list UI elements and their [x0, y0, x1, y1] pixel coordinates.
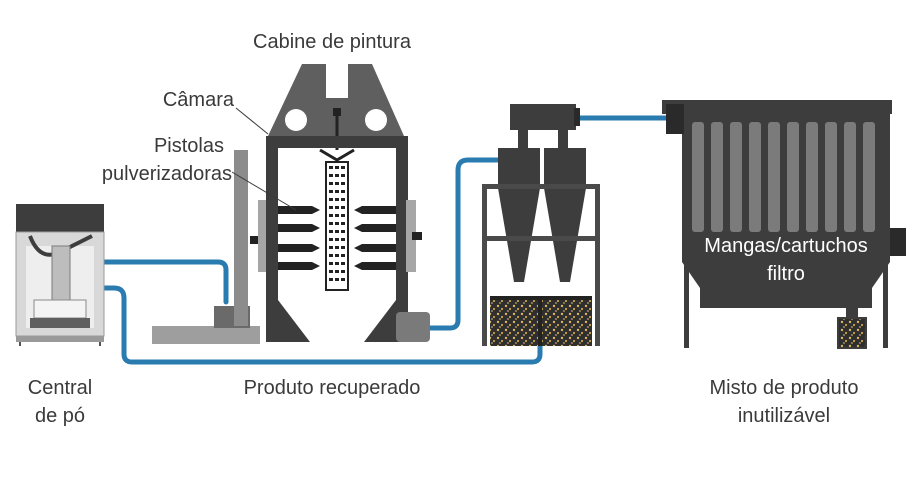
filter-hopper — [682, 238, 890, 288]
powder-bin-1 — [490, 296, 540, 346]
label-waste-line2: inutilizável — [738, 405, 830, 427]
powder-bin-2 — [542, 296, 592, 346]
cartridge-filter — [662, 100, 906, 349]
spray-guns-left — [278, 206, 320, 270]
pipe-central-to-booth — [101, 259, 229, 305]
part-rack — [325, 161, 349, 291]
slot-panel-right — [406, 200, 416, 272]
spray-booth — [266, 64, 430, 342]
label-guns-line1: Pistolas — [154, 135, 224, 157]
filter-cartridges — [692, 122, 875, 232]
pipe-recovered-loop — [71, 285, 543, 365]
label-central-line1: Central — [28, 377, 92, 399]
cyclone-1 — [498, 148, 540, 282]
label-waste-line1: Misto de produto — [710, 377, 859, 399]
booth-top — [266, 136, 408, 148]
cyclone-2 — [544, 148, 586, 282]
label-guns-line2: pulverizadoras — [102, 163, 232, 185]
central-hopper — [33, 299, 87, 319]
spray-guns-right — [354, 206, 396, 270]
gun-mount-left — [234, 150, 268, 326]
central-base — [16, 336, 104, 342]
central-tray — [30, 318, 90, 328]
label-booth: Cabine de pintura — [253, 31, 412, 53]
conveyor-duct — [152, 326, 260, 344]
mount-column — [234, 150, 248, 326]
central-top — [16, 204, 104, 232]
central-pump — [51, 245, 71, 307]
label-filter-line1: Mangas/cartuchos — [704, 235, 867, 257]
label-recovered: Produto recuperado — [244, 377, 421, 399]
label-central-line2: de pó — [35, 405, 85, 427]
booth-funnel-left — [266, 300, 310, 342]
leader-lines — [231, 107, 297, 211]
label-chamber: Câmara — [163, 89, 235, 111]
booth-wall-left — [266, 136, 278, 342]
gantry-slot — [326, 64, 348, 98]
cyclone-separators — [482, 104, 600, 346]
label-filter-line2: filtro — [767, 263, 805, 285]
waste-bin — [837, 317, 867, 349]
booth-wall-right — [396, 136, 408, 342]
filter-lid — [662, 100, 892, 114]
booth-exhaust-duct — [396, 312, 430, 342]
cyclone-manifold — [510, 104, 576, 130]
pipe-booth-to-cyclone — [425, 157, 503, 331]
powder-central-unit — [15, 204, 105, 346]
slot-panel-left — [258, 200, 268, 272]
